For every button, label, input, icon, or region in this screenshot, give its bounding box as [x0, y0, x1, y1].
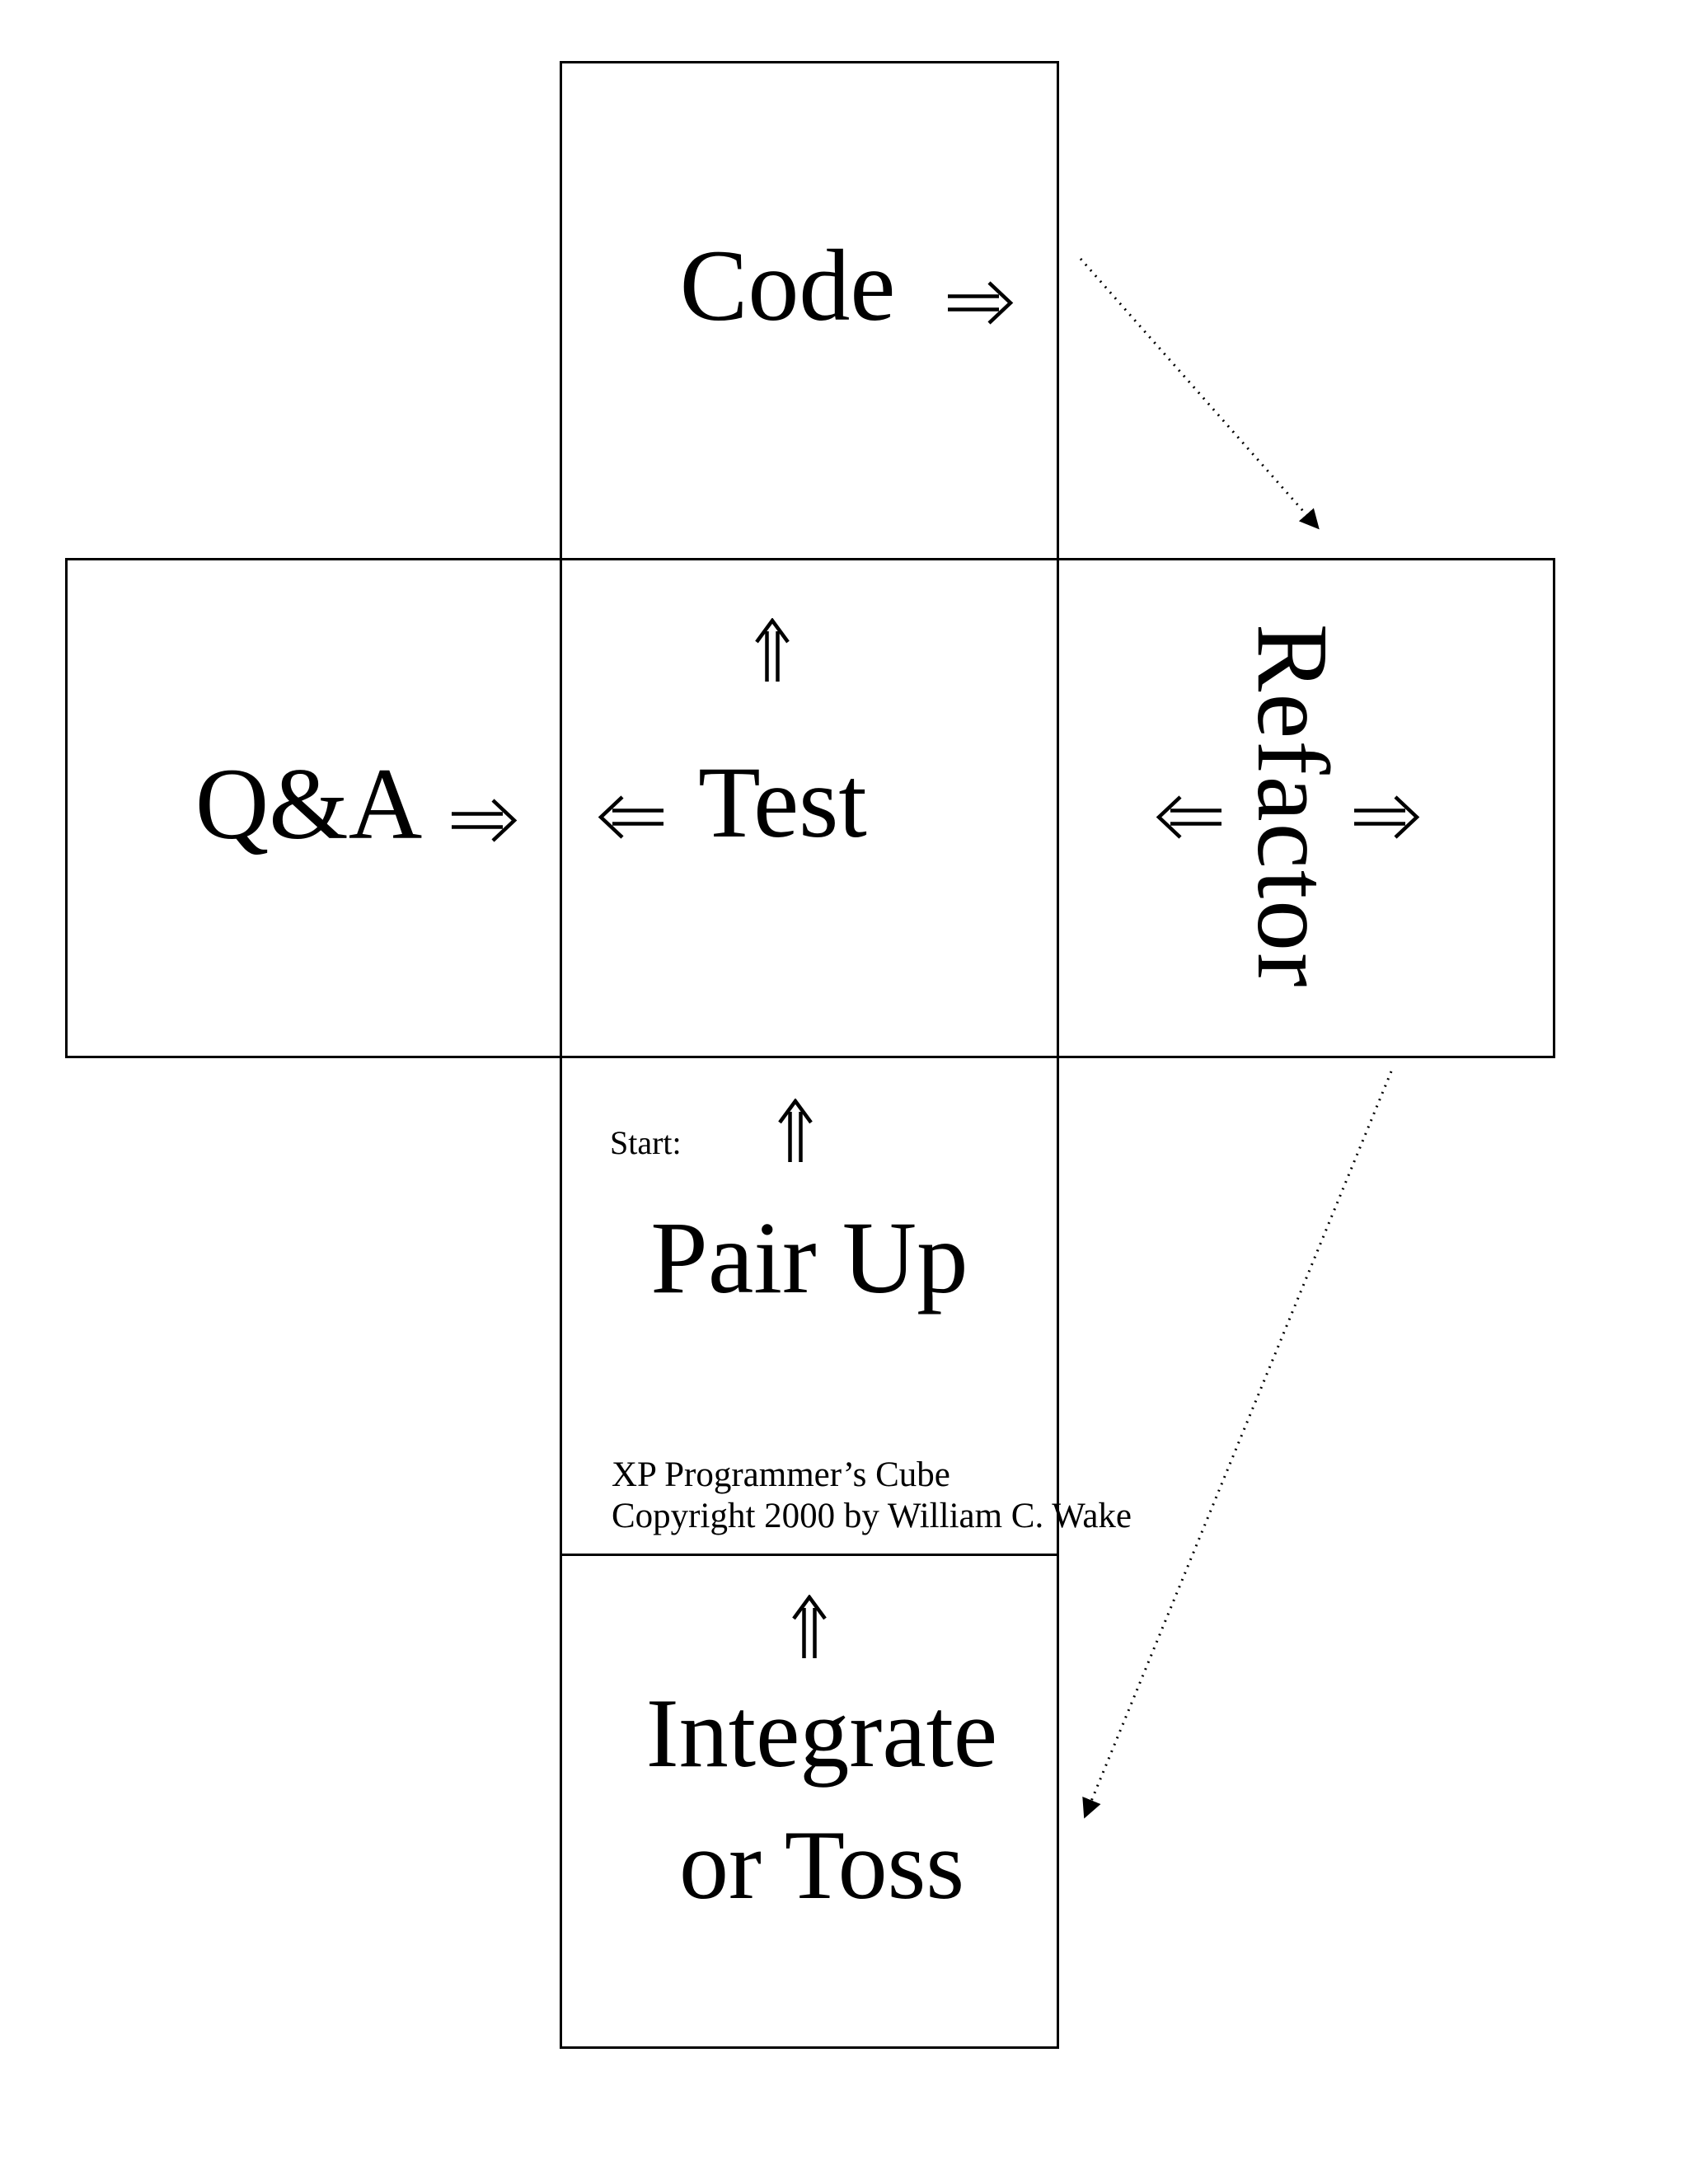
panel-qa: Q&A	[65, 558, 562, 1058]
footnote: XP Programmer’s Cube Copyright 2000 by W…	[612, 1455, 1132, 1537]
qa-label: Q&A	[195, 747, 423, 860]
pair-up-label: Pair Up	[650, 1202, 968, 1315]
dotted-arrow-refactor-to-integrate-icon	[1082, 1071, 1393, 1819]
panel-integrate-or-toss: Integrate or Toss	[560, 1554, 1059, 2049]
panel-pair-up: Start: Pair Up XP Programmer’s Cube Copy…	[560, 1056, 1132, 1556]
double-arrow-up-icon	[792, 1595, 827, 1658]
double-arrow-left-icon	[598, 795, 663, 839]
double-arrow-up-icon	[755, 618, 790, 682]
refactor-label: Refactor	[1236, 623, 1349, 989]
double-arrow-right-icon	[1354, 795, 1420, 839]
dotted-arrow-code-to-refactor-icon	[1079, 258, 1320, 530]
test-label: Test	[698, 746, 867, 859]
footnote-copyright: Copyright 2000 by William C. Wake	[612, 1497, 1132, 1535]
double-arrow-right-icon	[452, 799, 518, 842]
code-label: Code	[679, 229, 896, 342]
panel-code: Code	[560, 61, 1059, 560]
integrate-label-line1: Integrate	[645, 1678, 998, 1788]
panel-test: Test	[560, 558, 1059, 1058]
start-label: Start:	[610, 1124, 682, 1161]
integrate-label-line2: or Toss	[678, 1810, 965, 1919]
code-row: Code	[562, 63, 1057, 558]
double-arrow-right-icon	[948, 280, 1014, 325]
refactor-label-rotated: Refactor	[1236, 624, 1349, 989]
double-arrow-up-icon	[778, 1099, 813, 1162]
panel-refactor: Refactor	[1057, 558, 1555, 1058]
qa-row: Q&A	[68, 560, 560, 1056]
double-arrow-left-icon	[1156, 795, 1221, 839]
footnote-title: XP Programmer’s Cube	[612, 1455, 950, 1494]
integrate-label: Integrate or Toss	[562, 1667, 1057, 1931]
